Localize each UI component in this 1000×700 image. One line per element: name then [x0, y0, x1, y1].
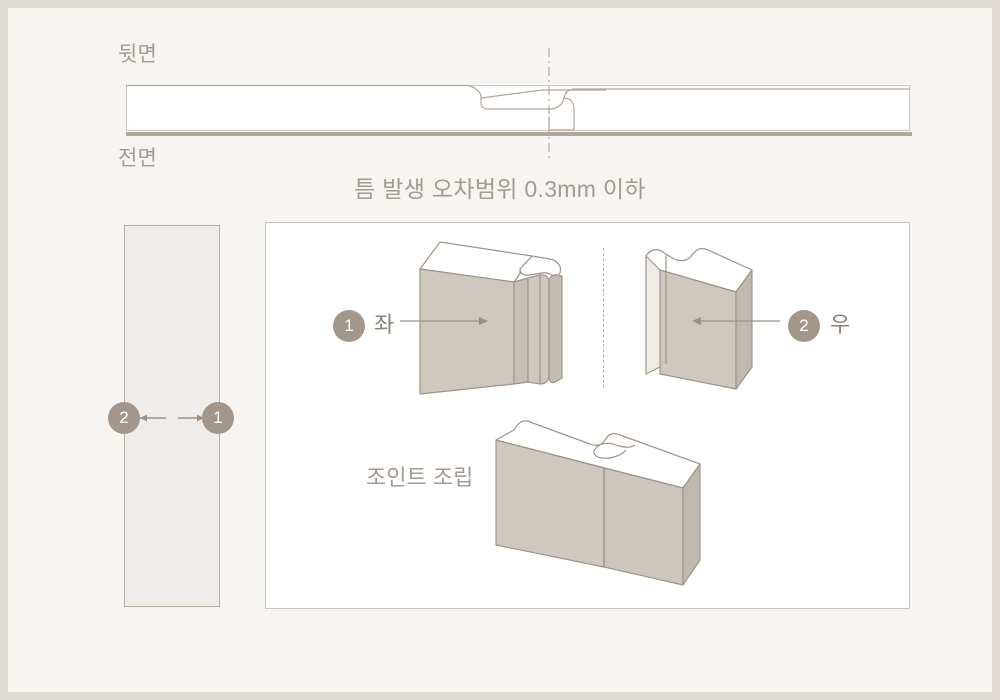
parts-divider [603, 248, 604, 388]
joint-profile-drawing [126, 84, 910, 131]
section-baseline [126, 132, 912, 136]
pointer-arrow-left [400, 317, 488, 325]
front-side-label: 전면 [118, 147, 158, 170]
iso-part-left [419, 241, 563, 395]
part-badge-1[interactable]: 1 [333, 310, 365, 342]
elevation-badge-1[interactable]: 1 [202, 402, 234, 434]
detail-content-box [265, 222, 910, 609]
back-side-label: 뒷면 [118, 43, 158, 66]
elevation-badge-2[interactable]: 2 [108, 402, 140, 434]
part-label-left: 좌 [374, 312, 395, 337]
assembly-caption: 조인트 조립 [366, 465, 474, 490]
section-strip-body [126, 85, 910, 131]
tolerance-title: 틈 발생 오차범위 0.3mm 이하 [354, 176, 646, 202]
pointer-arrow-right [692, 317, 780, 325]
part-badge-2[interactable]: 2 [788, 310, 820, 342]
elevation-gap-arrows [140, 414, 204, 422]
iso-assembled-joint [495, 420, 701, 586]
joint-centerline [548, 48, 550, 158]
part-label-right: 우 [830, 312, 851, 337]
iso-part-right [645, 248, 753, 390]
